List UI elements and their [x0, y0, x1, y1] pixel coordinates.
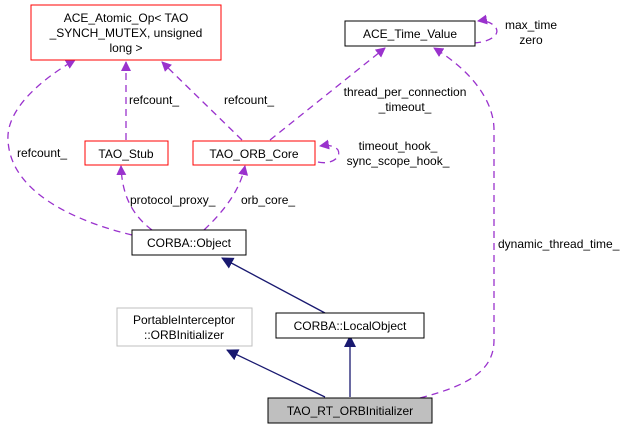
node-label: ACE_Atomic_Op< TAO — [64, 11, 189, 25]
edge-label-max-time: max_time — [505, 18, 557, 32]
edge-orbcore-to-timevalue — [269, 47, 386, 141]
node-label: TAO_Stub — [98, 147, 153, 161]
edge-label-thread-per-connection: thread_per_connection — [344, 85, 467, 99]
edge-label-refcount-orbcore: refcount_ — [224, 93, 274, 107]
edge-label-refcount-stub: refcount_ — [129, 93, 179, 107]
node-ace-atomic-op[interactable]: ACE_Atomic_Op< TAO _SYNCH_MUTEX, unsigne… — [30, 4, 222, 61]
node-ace-time-value[interactable]: ACE_Time_Value — [344, 20, 476, 47]
edge-label-protocol-proxy: protocol_proxy_ — [130, 193, 216, 207]
node-tao-rt-orbinitializer[interactable]: TAO_RT_ORBInitializer — [267, 397, 433, 424]
node-portable-interceptor[interactable]: PortableInterceptor ::ORBInitializer — [116, 307, 253, 347]
edge-object-to-atomic — [7, 59, 133, 236]
edge-object-to-orbcore — [203, 165, 249, 231]
edge-label-sync-scope-hook: sync_scope_hook_ — [347, 154, 450, 168]
node-label: ACE_Time_Value — [363, 27, 457, 41]
edge-orbcore-to-atomic — [161, 61, 243, 141]
node-label: _SYNCH_MUTEX, unsigned — [49, 26, 203, 40]
edge-label-timeout: _timeout_ — [378, 100, 432, 114]
node-label: long > — [109, 41, 142, 55]
edge-localobject-to-object — [221, 257, 326, 314]
edge-rtinit-to-timevalue — [419, 47, 495, 399]
node-tao-orb-core[interactable]: TAO_ORB_Core — [192, 140, 316, 166]
node-label: PortableInterceptor — [133, 313, 235, 327]
edge-label-orb-core: orb_core_ — [241, 193, 295, 207]
node-tao-stub[interactable]: TAO_Stub — [84, 140, 169, 166]
edge-label-zero: zero — [519, 33, 543, 47]
edge-object-to-stub — [116, 165, 153, 231]
node-corba-object[interactable]: CORBA::Object — [131, 229, 247, 256]
edge-orbcore-self — [317, 139, 340, 164]
node-label: TAO_ORB_Core — [209, 147, 298, 161]
node-label: ::ORBInitializer — [144, 328, 224, 342]
edge-timevalue-self — [473, 14, 498, 44]
edge-label-dynamic-thread-time: dynamic_thread_time_ — [498, 237, 620, 251]
edge-label-timeout-hook: timeout_hook_ — [359, 139, 438, 153]
edge-rtinit-to-portable — [226, 349, 326, 398]
node-label: TAO_RT_ORBInitializer — [287, 404, 413, 418]
node-corba-local-object[interactable]: CORBA::LocalObject — [275, 312, 425, 339]
node-label: CORBA::Object — [147, 236, 232, 250]
edge-label-refcount-object: refcount_ — [17, 146, 67, 160]
node-label: CORBA::LocalObject — [294, 319, 407, 333]
